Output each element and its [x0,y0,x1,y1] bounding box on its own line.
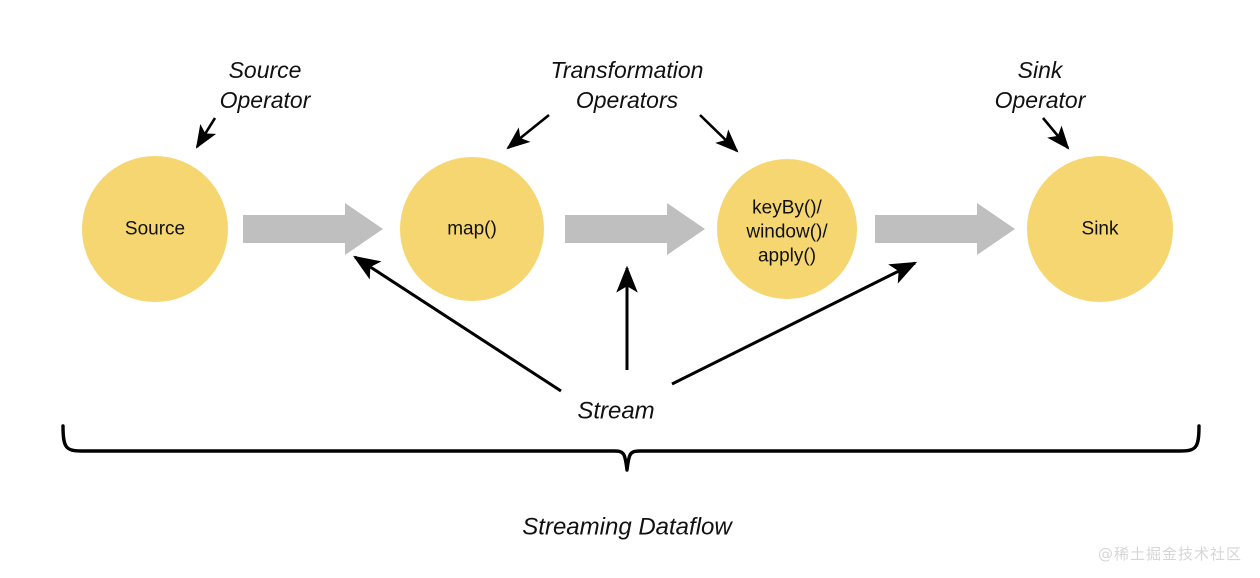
watermark: @稀土掘金技术社区 [1097,545,1242,563]
node-source[interactable]: Source [82,156,228,302]
annotation-transformation-operators-line2: Operators [576,87,679,113]
annotation-transformation-pointer-left [506,113,550,150]
stream-label: Stream [577,398,654,425]
annotation-transformation-operators: Transformation Operators [506,57,739,153]
node-keyby-window-apply[interactable]: keyBy()/ window()/ apply() [717,159,857,299]
annotation-stream: Stream [352,255,918,425]
annotation-sink-operator-line2: Operator [995,87,1087,113]
flow-arrow-keyby-to-sink [875,203,1015,255]
node-map[interactable]: map() [400,157,544,301]
annotation-transformation-pointer-right [699,114,739,153]
node-keyby-label-line3: apply() [758,246,816,267]
annotation-sink-operator-line1: Sink [1018,57,1064,83]
flow-arrow-source-to-map [243,203,383,255]
annotation-source-operator-line2: Operator [220,87,312,113]
annotation-sink-operator: Sink Operator [995,57,1087,150]
diagram-caption: Streaming Dataflow [522,514,733,541]
annotation-transformation-operators-line1: Transformation [551,57,704,83]
node-keyby-label-line1: keyBy()/ [752,198,822,219]
dataflow-brace [61,424,1201,472]
annotation-source-operator-line1: Source [229,57,302,83]
node-sink-label: Sink [1082,219,1119,240]
annotation-source-operator: Source Operator [195,57,312,149]
stream-pointer-right [671,261,918,386]
node-sink[interactable]: Sink [1027,156,1173,302]
node-map-label: map() [447,219,497,240]
flow-arrow-map-to-keyby [565,203,705,255]
annotation-sink-operator-pointer [1042,117,1070,150]
annotation-source-operator-pointer [195,117,217,149]
stream-pointer-left [352,255,562,393]
node-source-label: Source [125,219,185,240]
node-keyby-label-line2: window()/ [745,222,828,243]
